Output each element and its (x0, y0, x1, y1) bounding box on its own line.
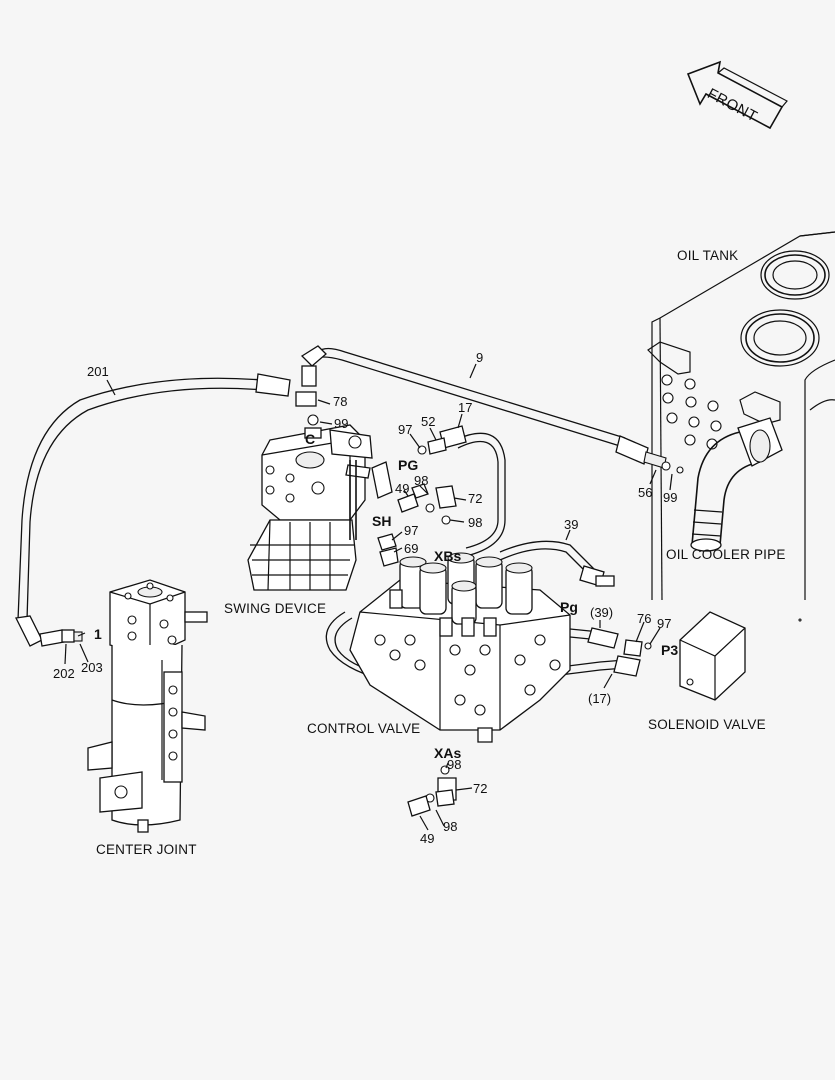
callout-98-d: 98 (443, 819, 458, 834)
fittings-lower (407, 765, 457, 817)
callout-1: 1 (94, 626, 102, 642)
port-sh-label: SH (372, 513, 392, 529)
callout-52: 52 (421, 414, 436, 429)
callout-98-a: 98 (414, 473, 429, 488)
callout-97-b: 97 (404, 523, 419, 538)
callout-99-right: 99 (663, 490, 678, 505)
callout-49-a: 49 (395, 481, 410, 496)
front-arrow (686, 60, 788, 130)
control-valve-label: CONTROL VALVE (307, 721, 421, 736)
swing-device (247, 424, 393, 591)
solenoid-valve-label: SOLENOID VALVE (648, 717, 766, 732)
port-xas-label: XAs (434, 745, 462, 761)
oil-cooler-pipe (690, 417, 783, 552)
callout-76: 76 (637, 611, 652, 626)
callout-201: 201 (87, 364, 109, 379)
oil-tank (647, 231, 835, 622)
port-pg-upper-label: PG (398, 457, 419, 473)
center-joint (87, 579, 208, 833)
callout-9: 9 (476, 350, 484, 365)
port-p3-label: P3 (661, 642, 679, 658)
callout-97-c: 97 (657, 616, 672, 631)
callout-98-c: 98 (447, 757, 462, 772)
port-xbs-label: XBs (434, 548, 462, 564)
callout-69: 69 (404, 541, 419, 556)
callout-72-a: 72 (468, 491, 483, 506)
hose-39 (499, 540, 619, 649)
oil-cooler-pipe-label: OIL COOLER PIPE (666, 547, 786, 562)
callout-98-b: 98 (468, 515, 483, 530)
swing-device-label: SWING DEVICE (224, 601, 327, 616)
hose-201 (15, 373, 317, 647)
callout-39: 39 (564, 517, 579, 532)
control-valve (349, 552, 571, 743)
callout-99-top: 99 (334, 416, 349, 431)
callout-202: 202 (53, 666, 75, 681)
oil-tank-label: OIL TANK (677, 248, 739, 263)
callout-72-b: 72 (473, 781, 488, 796)
leader-lines (64, 363, 673, 831)
callout-97-a: 97 (398, 422, 413, 437)
callout-203: 203 (81, 660, 103, 675)
callout-78: 78 (333, 394, 348, 409)
port-c-label: C (305, 431, 316, 447)
port-pg-lower-label: Pg (560, 599, 578, 615)
callout-56: 56 (638, 485, 653, 500)
callout-49-b: 49 (420, 831, 435, 846)
hose-9 (300, 345, 667, 469)
callout-17-paren: (17) (588, 691, 612, 706)
center-joint-label: CENTER JOINT (96, 842, 197, 857)
callout-17: 17 (458, 400, 473, 415)
solenoid-valve (679, 611, 746, 701)
callout-39-paren: (39) (590, 605, 614, 620)
